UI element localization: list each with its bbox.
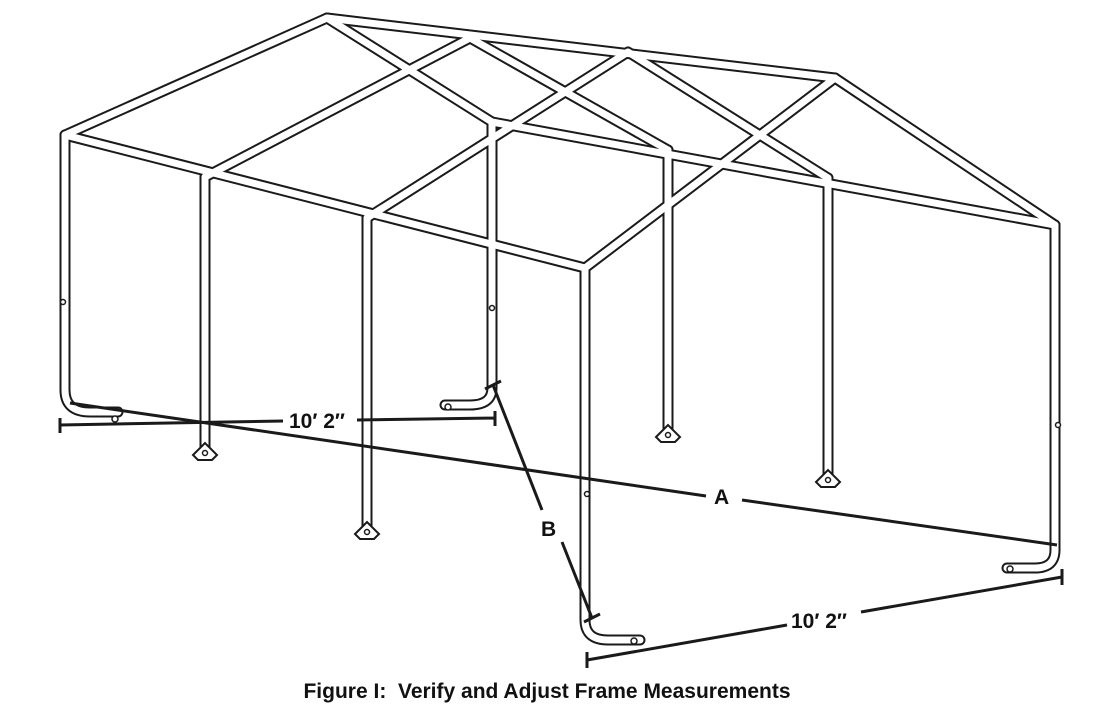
dimension-lines [58, 379, 1064, 668]
leg-base-plates [111, 403, 1014, 645]
diagonal-line-a [69, 401, 1058, 547]
frame-pipes-fill [61, 14, 1059, 644]
width-back-label: 10′ 2″ [289, 410, 345, 433]
frame-pipes-outline [59, 12, 1061, 646]
diagonal-b-label: B [541, 518, 556, 541]
diagonal-a-label: A [714, 486, 729, 509]
width-front-label: 10′ 2″ [791, 610, 847, 633]
leg-screw-holes [59, 298, 1062, 498]
diagonal-b-end-ticks [484, 379, 601, 624]
figure-caption: Figure I: Verify and Adjust Frame Measur… [303, 680, 791, 703]
diagonal-line-b [491, 384, 594, 619]
canopy-frame-diagram: 10′ 2″ 10′ 2″ A B [58, 12, 1064, 668]
canopy-frame [59, 12, 1062, 646]
dimension-line-front [585, 569, 1064, 668]
dimension-line-back [58, 411, 497, 433]
